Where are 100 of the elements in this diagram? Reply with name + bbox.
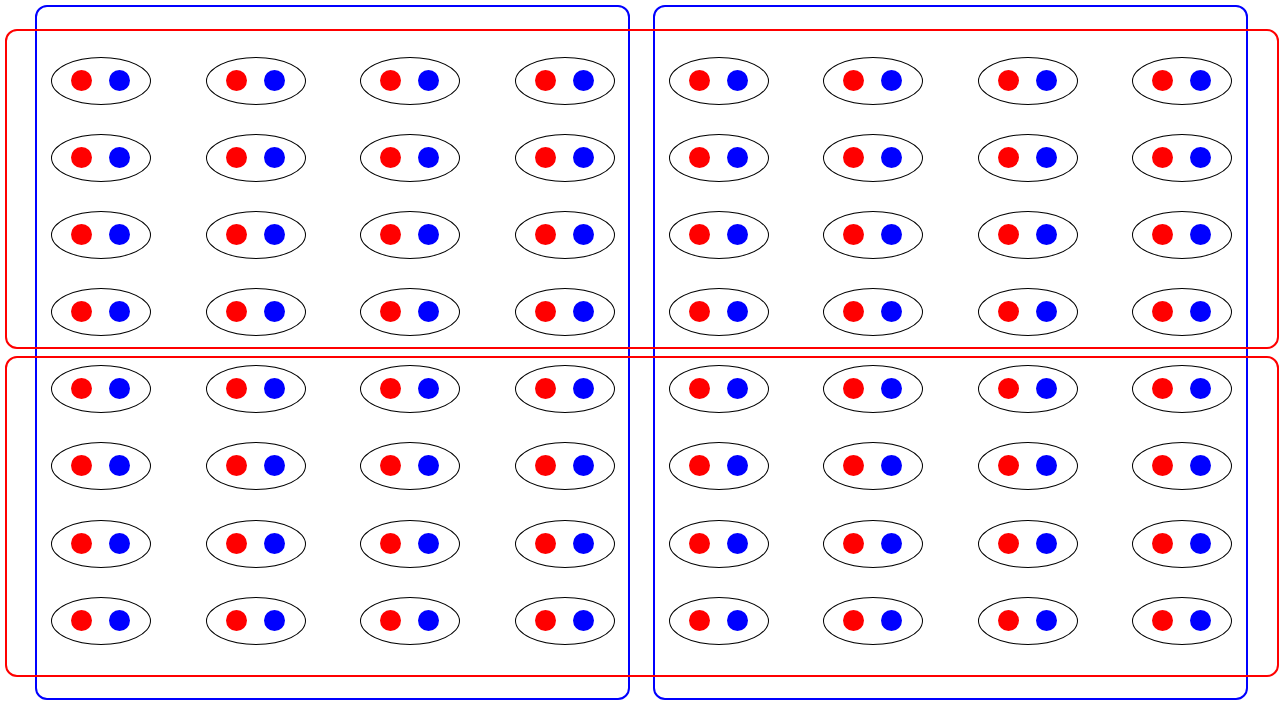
dot-icon <box>70 69 92 91</box>
dot-icon <box>572 223 594 245</box>
dot-icon <box>263 146 285 168</box>
dot-icon <box>1151 223 1173 245</box>
dot-icon <box>534 377 556 399</box>
dot-icon <box>688 377 710 399</box>
dot-icon <box>379 377 401 399</box>
dot-icon <box>108 532 130 554</box>
dot-icon <box>842 454 864 476</box>
dot-icon <box>417 377 439 399</box>
dot-icon <box>225 146 247 168</box>
dot-icon <box>997 69 1019 91</box>
dot-icon <box>880 454 902 476</box>
dot-icon <box>1151 146 1173 168</box>
dot-icon <box>1189 454 1211 476</box>
dot-icon <box>688 146 710 168</box>
dot-icon <box>726 69 748 91</box>
dot-icon <box>997 146 1019 168</box>
dot-icon <box>225 69 247 91</box>
dot-icon <box>263 609 285 631</box>
dot-icon <box>1151 454 1173 476</box>
dot-icon <box>997 609 1019 631</box>
group-frame <box>5 356 1279 677</box>
dot-icon <box>572 532 594 554</box>
dot-icon <box>379 454 401 476</box>
dot-icon <box>572 454 594 476</box>
dot-icon <box>842 223 864 245</box>
dot-icon <box>726 609 748 631</box>
dot-icon <box>1035 532 1057 554</box>
dot-icon <box>842 146 864 168</box>
dot-icon <box>417 146 439 168</box>
dot-icon <box>417 223 439 245</box>
dot-icon <box>1151 609 1173 631</box>
dot-icon <box>1189 146 1211 168</box>
group-frame <box>653 5 1248 700</box>
dot-icon <box>997 223 1019 245</box>
dot-icon <box>842 532 864 554</box>
dot-icon <box>108 377 130 399</box>
dot-icon <box>263 454 285 476</box>
dot-icon <box>688 609 710 631</box>
dot-icon <box>880 146 902 168</box>
dot-icon <box>726 223 748 245</box>
dot-icon <box>263 300 285 322</box>
dot-icon <box>1151 69 1173 91</box>
dot-icon <box>880 300 902 322</box>
dot-icon <box>1151 532 1173 554</box>
dot-icon <box>726 146 748 168</box>
dot-icon <box>572 69 594 91</box>
dot-icon <box>1151 377 1173 399</box>
dot-icon <box>842 377 864 399</box>
dot-icon <box>1189 223 1211 245</box>
dot-icon <box>534 146 556 168</box>
dot-icon <box>108 223 130 245</box>
dot-icon <box>726 454 748 476</box>
dot-icon <box>572 377 594 399</box>
dot-icon <box>379 300 401 322</box>
dot-icon <box>842 69 864 91</box>
dot-icon <box>225 377 247 399</box>
dot-icon <box>263 532 285 554</box>
dot-icon <box>1189 300 1211 322</box>
dot-icon <box>1035 69 1057 91</box>
dot-icon <box>572 300 594 322</box>
dot-icon <box>997 300 1019 322</box>
dot-icon <box>108 146 130 168</box>
dot-icon <box>726 377 748 399</box>
dot-icon <box>225 532 247 554</box>
dot-icon <box>225 609 247 631</box>
dot-icon <box>997 532 1019 554</box>
dot-icon <box>379 146 401 168</box>
dot-icon <box>1189 609 1211 631</box>
dot-icon <box>70 532 92 554</box>
dot-icon <box>379 532 401 554</box>
dot-icon <box>880 532 902 554</box>
dot-icon <box>70 454 92 476</box>
dot-icon <box>1189 69 1211 91</box>
dot-icon <box>842 300 864 322</box>
dot-icon <box>688 223 710 245</box>
dot-icon <box>108 300 130 322</box>
dot-icon <box>70 300 92 322</box>
dot-icon <box>70 146 92 168</box>
dot-icon <box>688 69 710 91</box>
dot-icon <box>688 532 710 554</box>
dot-icon <box>1035 609 1057 631</box>
dot-icon <box>1035 454 1057 476</box>
dot-icon <box>417 609 439 631</box>
dot-icon <box>1189 532 1211 554</box>
dot-icon <box>1035 223 1057 245</box>
dot-icon <box>108 454 130 476</box>
dot-icon <box>1189 377 1211 399</box>
dot-icon <box>534 300 556 322</box>
dot-icon <box>726 532 748 554</box>
dot-icon <box>379 69 401 91</box>
dot-icon <box>534 609 556 631</box>
dot-icon <box>534 69 556 91</box>
dot-icon <box>417 300 439 322</box>
dot-icon <box>263 223 285 245</box>
dot-icon <box>534 454 556 476</box>
dot-icon <box>225 300 247 322</box>
dot-icon <box>379 223 401 245</box>
dot-icon <box>1151 300 1173 322</box>
